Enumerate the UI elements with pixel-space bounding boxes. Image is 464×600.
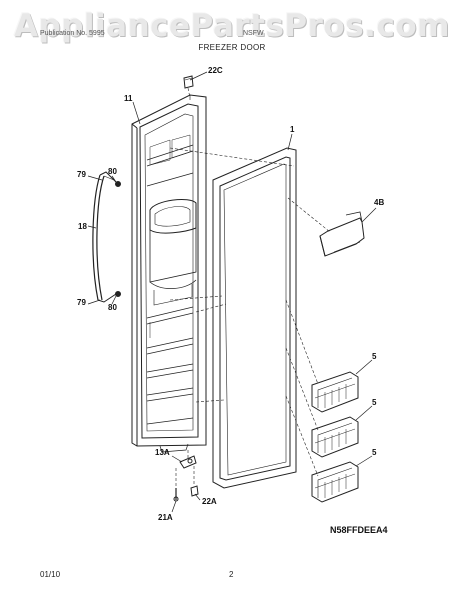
alignment-lines bbox=[169, 87, 331, 488]
callout-21a: 21A bbox=[158, 513, 173, 522]
callout-1: 1 bbox=[290, 125, 295, 134]
shelf-basket-2 bbox=[311, 416, 359, 458]
bottom-hinge-13a bbox=[179, 455, 197, 469]
door-bin-4b bbox=[319, 211, 365, 257]
watermark-logo: AppliancePartsPros.com bbox=[14, 8, 450, 44]
shelf-basket-3 bbox=[311, 461, 359, 503]
callout-80-bottom: 80 bbox=[108, 303, 117, 312]
hinge-cap-22c bbox=[183, 75, 194, 89]
hinge-pin-22a bbox=[190, 485, 199, 497]
callout-5-top: 5 bbox=[372, 352, 377, 361]
callout-80-top: 80 bbox=[108, 167, 117, 176]
leader-lines bbox=[87, 71, 377, 513]
callout-5-middle: 5 bbox=[372, 398, 377, 407]
callout-11: 11 bbox=[124, 94, 133, 103]
door-handle bbox=[92, 171, 121, 303]
footer-page-number: 2 bbox=[229, 570, 234, 579]
door-gasket bbox=[212, 147, 297, 489]
callout-5-bottom: 5 bbox=[372, 448, 377, 457]
callout-79-bottom: 79 bbox=[77, 298, 86, 307]
diagram-title: FREEZER DOOR bbox=[198, 43, 266, 52]
hinge-screw-21a bbox=[173, 488, 179, 502]
callout-22a: 22A bbox=[202, 497, 217, 506]
diagram-code: N58FFDEEA4 bbox=[330, 525, 388, 535]
header-right-text: NSFW bbox=[243, 30, 264, 37]
callout-22c: 22C bbox=[208, 66, 223, 75]
door-shell bbox=[131, 94, 207, 453]
shelf-basket-1 bbox=[311, 371, 359, 413]
callout-4b: 4B bbox=[374, 198, 384, 207]
footer-date: 01/10 bbox=[40, 570, 61, 579]
callout-13a: 13A bbox=[155, 448, 170, 457]
header-left-text: Publication No. 5995 bbox=[40, 30, 105, 37]
callout-18: 18 bbox=[78, 222, 87, 231]
callout-79-top: 79 bbox=[77, 170, 86, 179]
